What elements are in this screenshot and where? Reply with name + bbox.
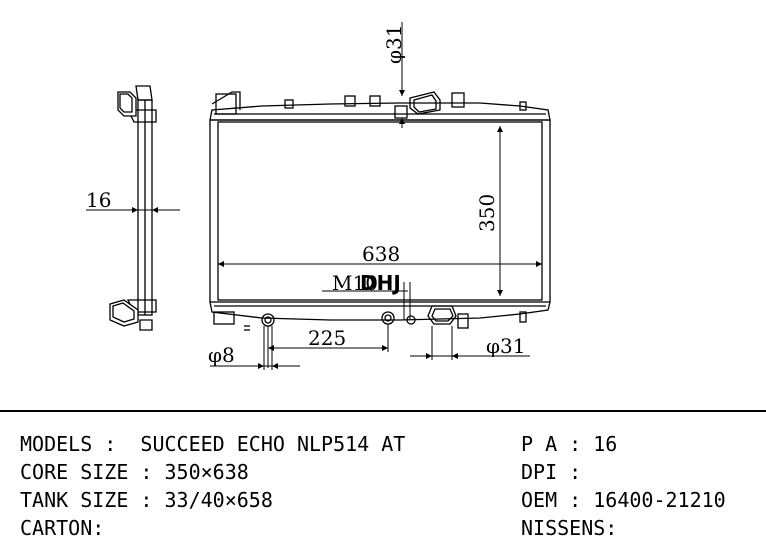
spec-nissens: NISSENS: xyxy=(521,514,617,542)
spec-nissens-label: NISSENS: xyxy=(521,516,618,540)
dim-outlet-label: φ31 xyxy=(486,334,525,358)
spec-core-size: CORE SIZE : 350×638 xyxy=(20,458,249,486)
dim-thickness: 16 xyxy=(86,188,180,213)
spec-oem-value: 16400-21210 xyxy=(593,488,726,512)
dim-width: 638 xyxy=(218,242,542,267)
side-view xyxy=(109,85,157,331)
spec-models: MODELS : SUCCEED ECHO NLP514 AT xyxy=(20,430,405,458)
dim-offset-label: 225 xyxy=(308,326,346,350)
spec-oem: OEM : 16400-21210 xyxy=(521,486,726,514)
spec-models-value: SUCCEED ECHO NLP514 AT xyxy=(140,432,406,456)
spec-tank-size-value: 33/40×658 xyxy=(164,488,273,512)
dim-drain-thread-label: M10 xyxy=(332,271,378,295)
dim-height-label: 350 xyxy=(475,194,499,232)
spec-models-label: MODELS : xyxy=(20,432,117,456)
dim-outlet: φ31 xyxy=(410,326,530,360)
dim-thickness-label: 16 xyxy=(86,188,111,212)
spec-pa-value: 16 xyxy=(593,432,618,456)
spec-table: MODELS : SUCCEED ECHO NLP514 AT CORE SIZ… xyxy=(0,410,766,557)
spec-tank-size-label: TANK SIZE : xyxy=(20,488,153,512)
spec-oem-label: OEM : xyxy=(521,488,582,512)
dim-small-pipe-label: φ8 xyxy=(208,343,235,367)
dim-small-pipe: φ8 xyxy=(208,326,300,370)
spec-core-size-value: 350×638 xyxy=(164,460,249,484)
spec-carton: CARTON: xyxy=(20,514,104,542)
spec-dpi: DPI : xyxy=(521,458,593,486)
spec-tank-size: TANK SIZE : 33/40×658 xyxy=(20,486,273,514)
drawing-canvas: 16 xyxy=(86,22,551,370)
brand-logo: DHJ xyxy=(360,271,401,295)
dim-inlet: φ31 xyxy=(382,22,406,128)
spec-pa-label: P A : xyxy=(521,432,582,456)
spec-dpi-label: DPI : xyxy=(521,460,582,484)
dim-width-label: 638 xyxy=(362,242,400,266)
radiator-drawing: 16 xyxy=(86,22,551,370)
dim-height: 350 xyxy=(475,126,503,296)
spec-pa: P A : 16 xyxy=(521,430,617,458)
dim-inlet-label: φ31 xyxy=(382,25,406,64)
spec-carton-label: CARTON: xyxy=(20,516,105,540)
spec-core-size-label: CORE SIZE : xyxy=(20,460,153,484)
dim-offset: 225 xyxy=(267,324,389,368)
dim-drain-thread: M10 xyxy=(322,271,411,320)
front-view xyxy=(209,91,551,331)
